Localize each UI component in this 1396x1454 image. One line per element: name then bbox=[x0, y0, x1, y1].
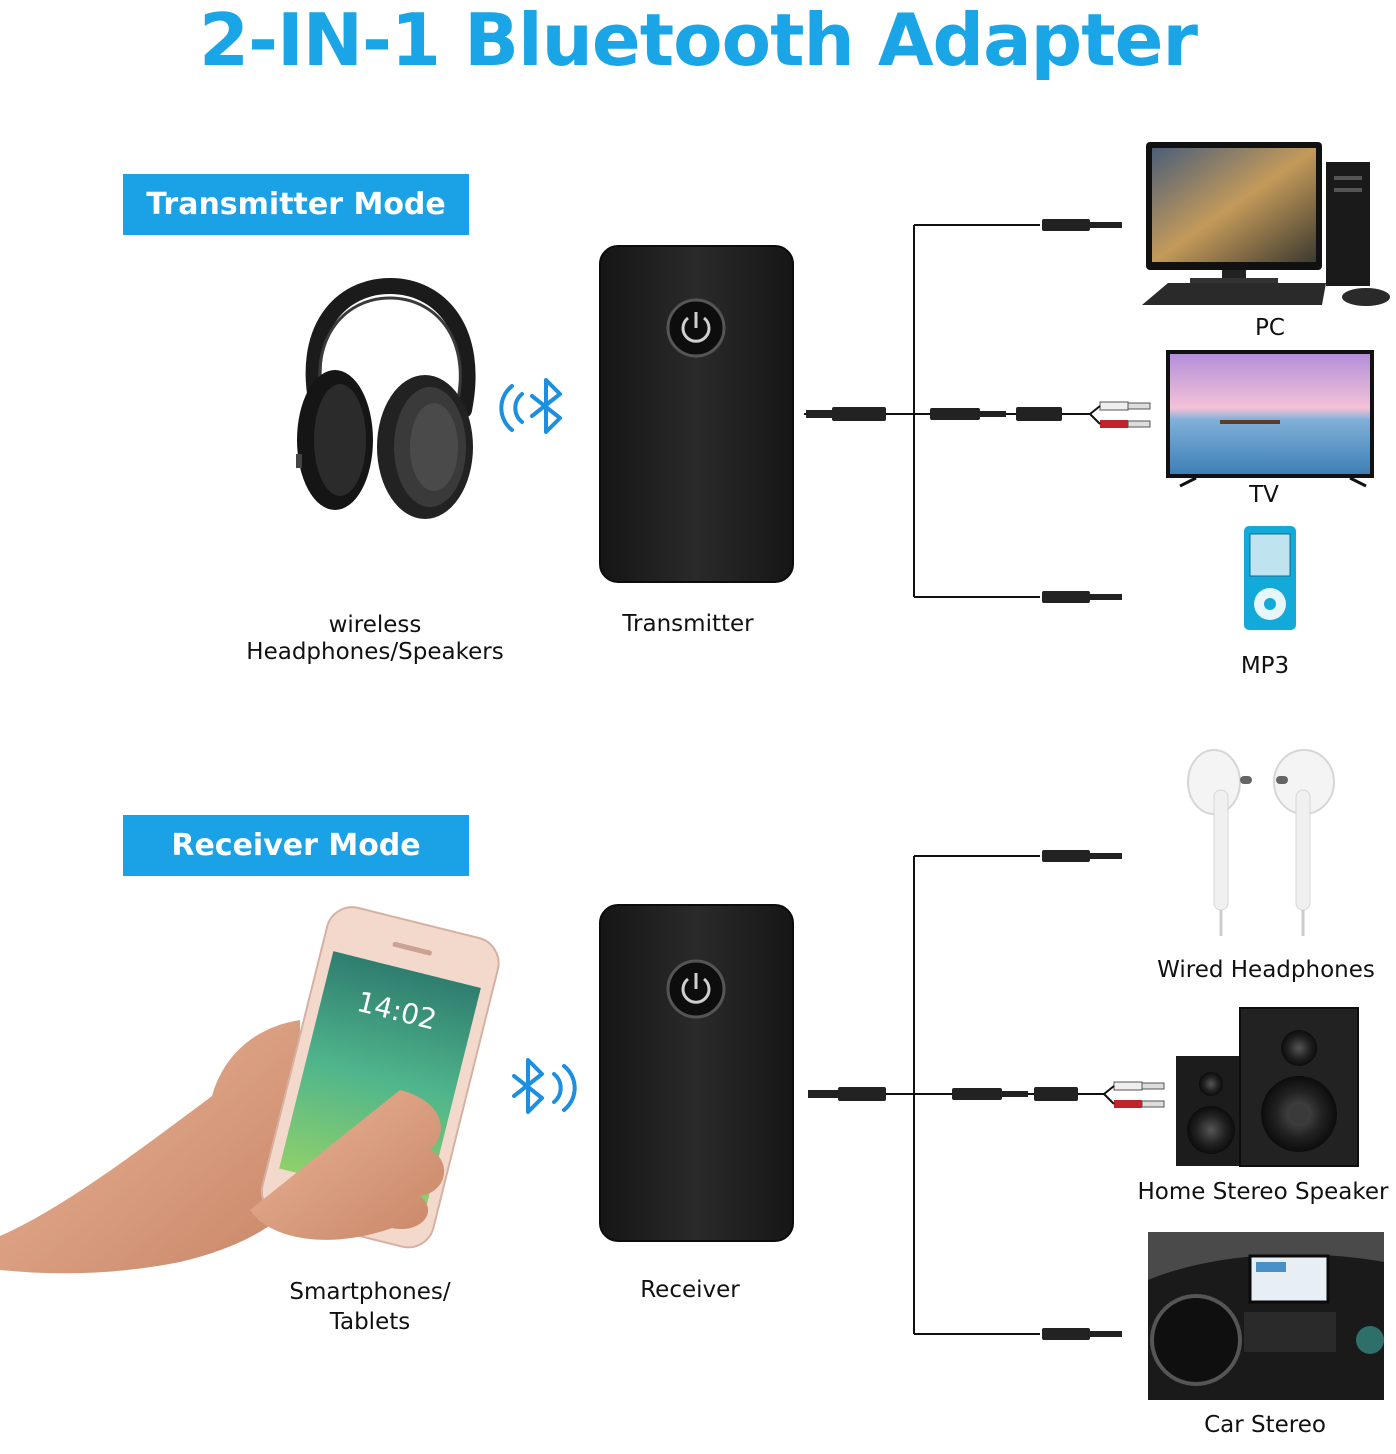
headphones-icon bbox=[296, 277, 476, 519]
tv-icon bbox=[1166, 350, 1374, 488]
receiver-label: Receiver bbox=[640, 1277, 740, 1303]
audio-jack-plugs bbox=[806, 219, 1151, 603]
smartphones-label-line2: Tablets bbox=[329, 1309, 411, 1335]
wired-headphones-label: Wired Headphones bbox=[1157, 957, 1375, 983]
headphones-label-line1: wireless bbox=[328, 612, 422, 638]
speaker-icon bbox=[1176, 1007, 1359, 1167]
mp3-player-icon bbox=[1244, 526, 1296, 630]
transmitter-device bbox=[599, 245, 794, 583]
audio-jack-plugs bbox=[808, 850, 1165, 1340]
power-icon[interactable] bbox=[666, 959, 726, 1019]
smartphones-label-line1: Smartphones/ bbox=[289, 1279, 451, 1305]
car-stereo-icon bbox=[1148, 1232, 1384, 1400]
home-stereo-speaker-label: Home Stereo Speaker bbox=[1137, 1179, 1389, 1205]
transmitter-mode-banner: Transmitter Mode bbox=[123, 174, 469, 235]
tv-label: TV bbox=[1249, 482, 1279, 508]
pc-icon bbox=[1142, 142, 1390, 306]
mp3-label: MP3 bbox=[1240, 653, 1290, 679]
car-stereo-label: Car Stereo bbox=[1204, 1412, 1326, 1438]
power-icon[interactable] bbox=[666, 298, 726, 358]
page-title: 2-IN-1 Bluetooth Adapter bbox=[199, 0, 1198, 82]
receiver-device bbox=[599, 904, 794, 1242]
smartphone-icon: 14:02 bbox=[0, 906, 500, 1274]
transmitter-label: Transmitter bbox=[622, 611, 754, 637]
receiver-mode-banner: Receiver Mode bbox=[123, 815, 469, 876]
pc-label: PC bbox=[1255, 315, 1285, 341]
headphones-label-line2: Headphones/Speakers bbox=[246, 639, 504, 665]
earphones-icon bbox=[1187, 749, 1335, 936]
bluetooth-icon bbox=[499, 378, 562, 434]
bluetooth-icon bbox=[512, 1058, 577, 1114]
